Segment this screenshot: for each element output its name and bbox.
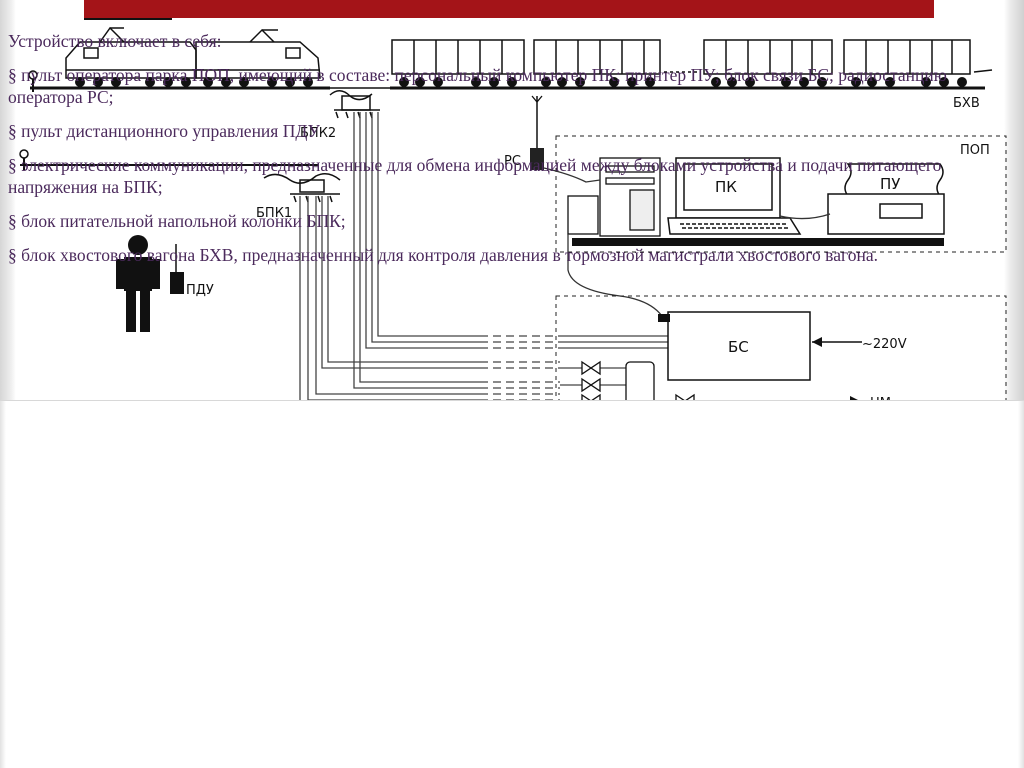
wagon-wheels: [399, 77, 967, 87]
second-track: [19, 149, 318, 170]
slide-edge-left: [0, 0, 16, 400]
description-item: § блок хвостового вагона БХВ, предназнач…: [8, 245, 878, 265]
operator-desk: [572, 238, 944, 246]
pc-monitor-icon: [667, 157, 802, 235]
panel-edge-right: [1018, 401, 1024, 768]
pop-label: ПОП: [960, 143, 990, 158]
pk-label: ПК: [715, 178, 737, 196]
description-item: § пульт дистанционного управления ПДУ: [8, 121, 320, 141]
cable-to-bs: [560, 335, 668, 386]
cable-dashes: [480, 335, 560, 400]
slide-edge-right: [1004, 0, 1024, 400]
locomotive: [65, 26, 321, 79]
receiver-tank: [625, 361, 655, 400]
description-item: § блок питательной напольной колонки БПК…: [8, 211, 346, 231]
nm-arrow-icon: [850, 396, 858, 400]
bs-unit: [667, 311, 811, 381]
comm-cables: [543, 167, 831, 317]
cable-bundle: [299, 112, 480, 400]
bpk1-unit: [263, 173, 341, 203]
description-text: Устройство включает в себя: § пульт опер…: [8, 30, 1016, 278]
bpk2-unit: [329, 90, 380, 119]
panel-edge-left: [0, 401, 6, 768]
remote-control-icon: [170, 244, 184, 294]
bpk1-label: БПК1: [256, 206, 292, 221]
pdu-label: ПДУ: [186, 283, 214, 298]
operator-figure-icon: [116, 235, 160, 332]
bpk2-label: БПК2: [300, 126, 336, 141]
valve-icons: [581, 360, 695, 400]
rail-track: [28, 70, 985, 92]
bs-box: [555, 295, 1007, 400]
printer-icon: [827, 163, 945, 235]
power-label: ~220V: [862, 337, 907, 352]
description-panel: [0, 400, 1024, 768]
radio-station-icon: [530, 95, 544, 170]
title-accent-bar: [84, 0, 934, 18]
locomotive-wheels: [75, 77, 313, 87]
pu-label: ПУ: [880, 175, 900, 193]
rs-label: РС: [504, 154, 521, 169]
description-item: § пульт оператора парка ПОП, имеющий в с…: [8, 65, 947, 107]
system-diagram: БХВ БПК2 БПК1: [19, 18, 1007, 400]
bs-label: БС: [728, 338, 749, 356]
freight-wagons: [391, 39, 993, 75]
pop-box: [555, 135, 1007, 253]
power-arrow-icon: [812, 337, 862, 347]
bkhv-label: БХВ: [953, 96, 980, 111]
pc-tower-icon: [567, 157, 661, 237]
nm-label: НМ: [870, 396, 891, 400]
description-item: § электрические коммуникации, предназнач…: [8, 155, 942, 197]
description-intro: Устройство включает в себя:: [8, 31, 222, 51]
